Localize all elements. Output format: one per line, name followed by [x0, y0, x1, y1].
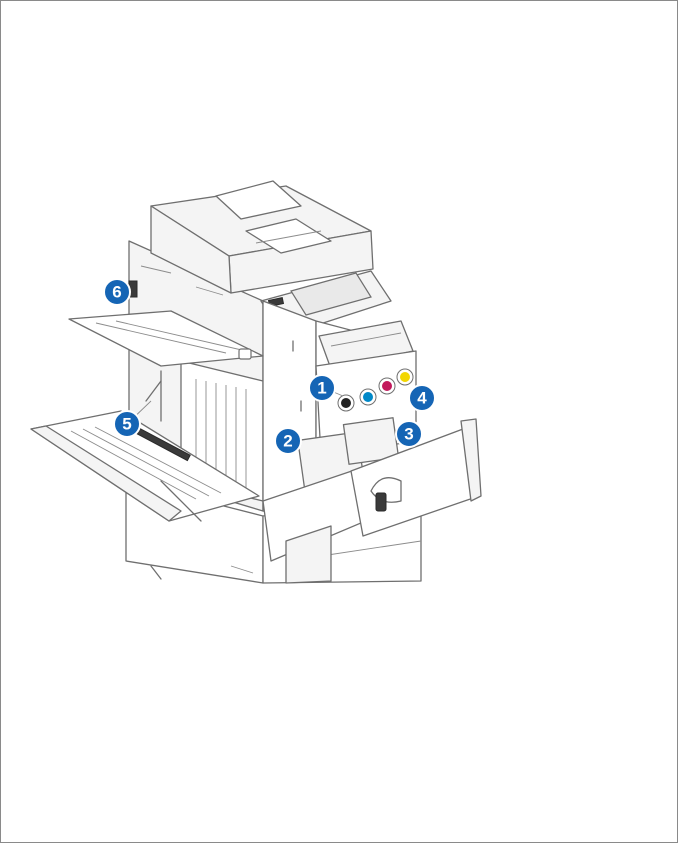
callout-1: 1: [308, 374, 336, 402]
callout-6: 6: [103, 278, 131, 306]
svg-text:5: 5: [122, 415, 131, 434]
toner-cyan: [363, 392, 373, 402]
callout-4: 4: [408, 384, 436, 412]
svg-text:2: 2: [283, 432, 292, 451]
callout-2: 2: [274, 427, 302, 455]
svg-text:4: 4: [417, 389, 427, 408]
left-door-open: [30, 410, 260, 522]
toner-black: [341, 398, 351, 408]
svg-text:1: 1: [317, 379, 326, 398]
callout-5: 5: [113, 410, 141, 438]
svg-text:6: 6: [112, 283, 121, 302]
bypass-tray: [68, 310, 264, 367]
toner-magenta: [382, 381, 392, 391]
document-feeder: [150, 180, 374, 294]
callout-3: 3: [395, 420, 423, 448]
waste-toner-container: [350, 418, 482, 537]
svg-text:3: 3: [404, 425, 413, 444]
toner-yellow: [400, 372, 410, 382]
